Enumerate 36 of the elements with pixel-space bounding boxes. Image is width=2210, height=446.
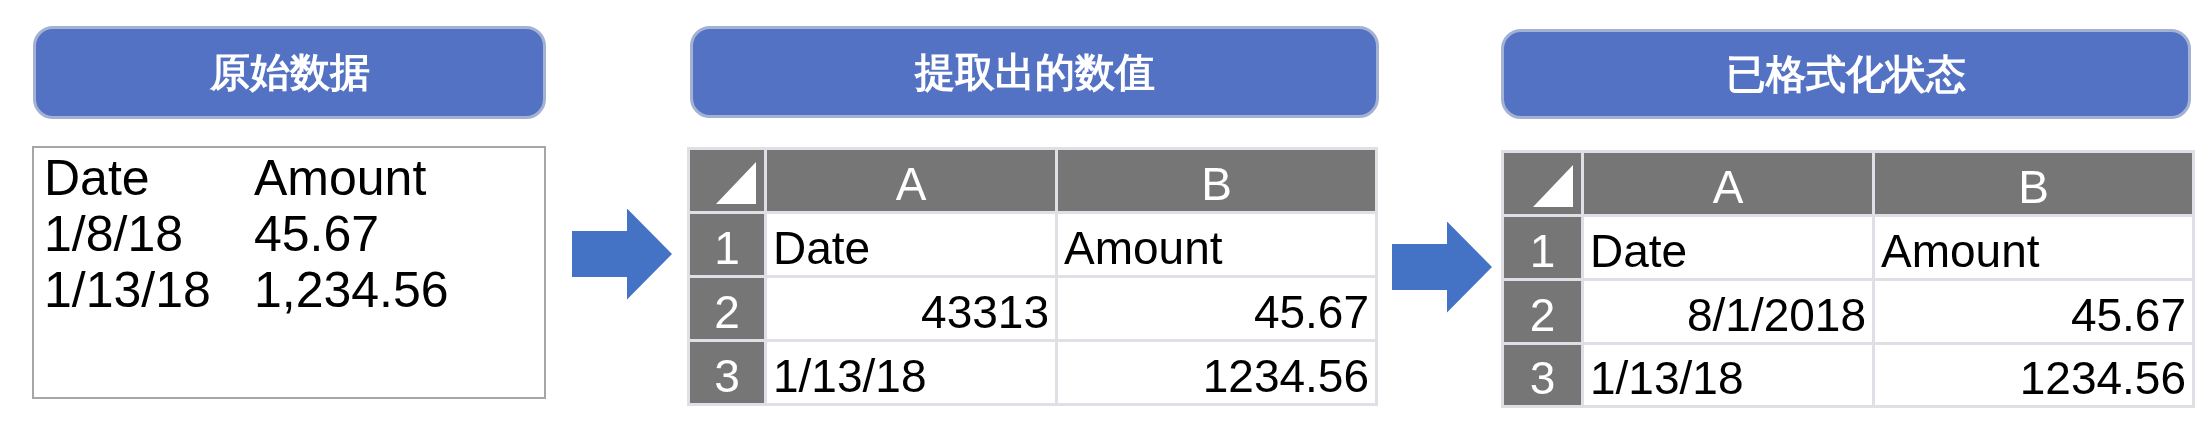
column-header: A [767,150,1055,211]
row-header: 3 [1504,345,1581,405]
table-cell: 8/1/2018 [1584,281,1872,342]
table-cell: 45.67 [1058,278,1375,339]
column-header: B [1875,153,2192,214]
table-cell: Date [767,214,1055,275]
table-cell: 1234.56 [1875,345,2192,405]
header-banner: 原始数据 [33,26,546,119]
row-header: 1 [690,214,764,275]
table-cell: 1234.56 [1058,342,1375,403]
block-arrow [1392,221,1492,313]
table-cell: 43313 [767,278,1055,339]
column-header: A [1584,153,1872,214]
data-text: 1/13/18 [44,262,211,318]
spreadsheet [1501,150,2195,408]
table-cell: 1/13/18 [767,342,1055,403]
row-header: 3 [690,342,764,403]
column-header: B [1058,150,1375,211]
spreadsheet [687,147,1378,406]
text-box [32,146,546,399]
table-cell: Amount [1058,214,1375,275]
header-banner: 提取出的数值 [690,26,1379,118]
table-cell: Amount [1875,217,2192,278]
data-text: Date [44,150,150,206]
table-cell: 1/13/18 [1584,345,1872,405]
data-text: Amount [254,150,427,206]
data-text: 1,234.56 [254,262,449,318]
data-text: 1/8/18 [44,206,183,262]
table-cell: 45.67 [1875,281,2192,342]
block-arrow [572,208,672,300]
row-header: 2 [690,278,764,339]
row-header: 1 [1504,217,1581,278]
row-header: 2 [1504,281,1581,342]
data-text: 45.67 [254,206,380,262]
table-cell: Date [1584,217,1872,278]
header-banner: 已格式化状态 [1501,29,2191,119]
